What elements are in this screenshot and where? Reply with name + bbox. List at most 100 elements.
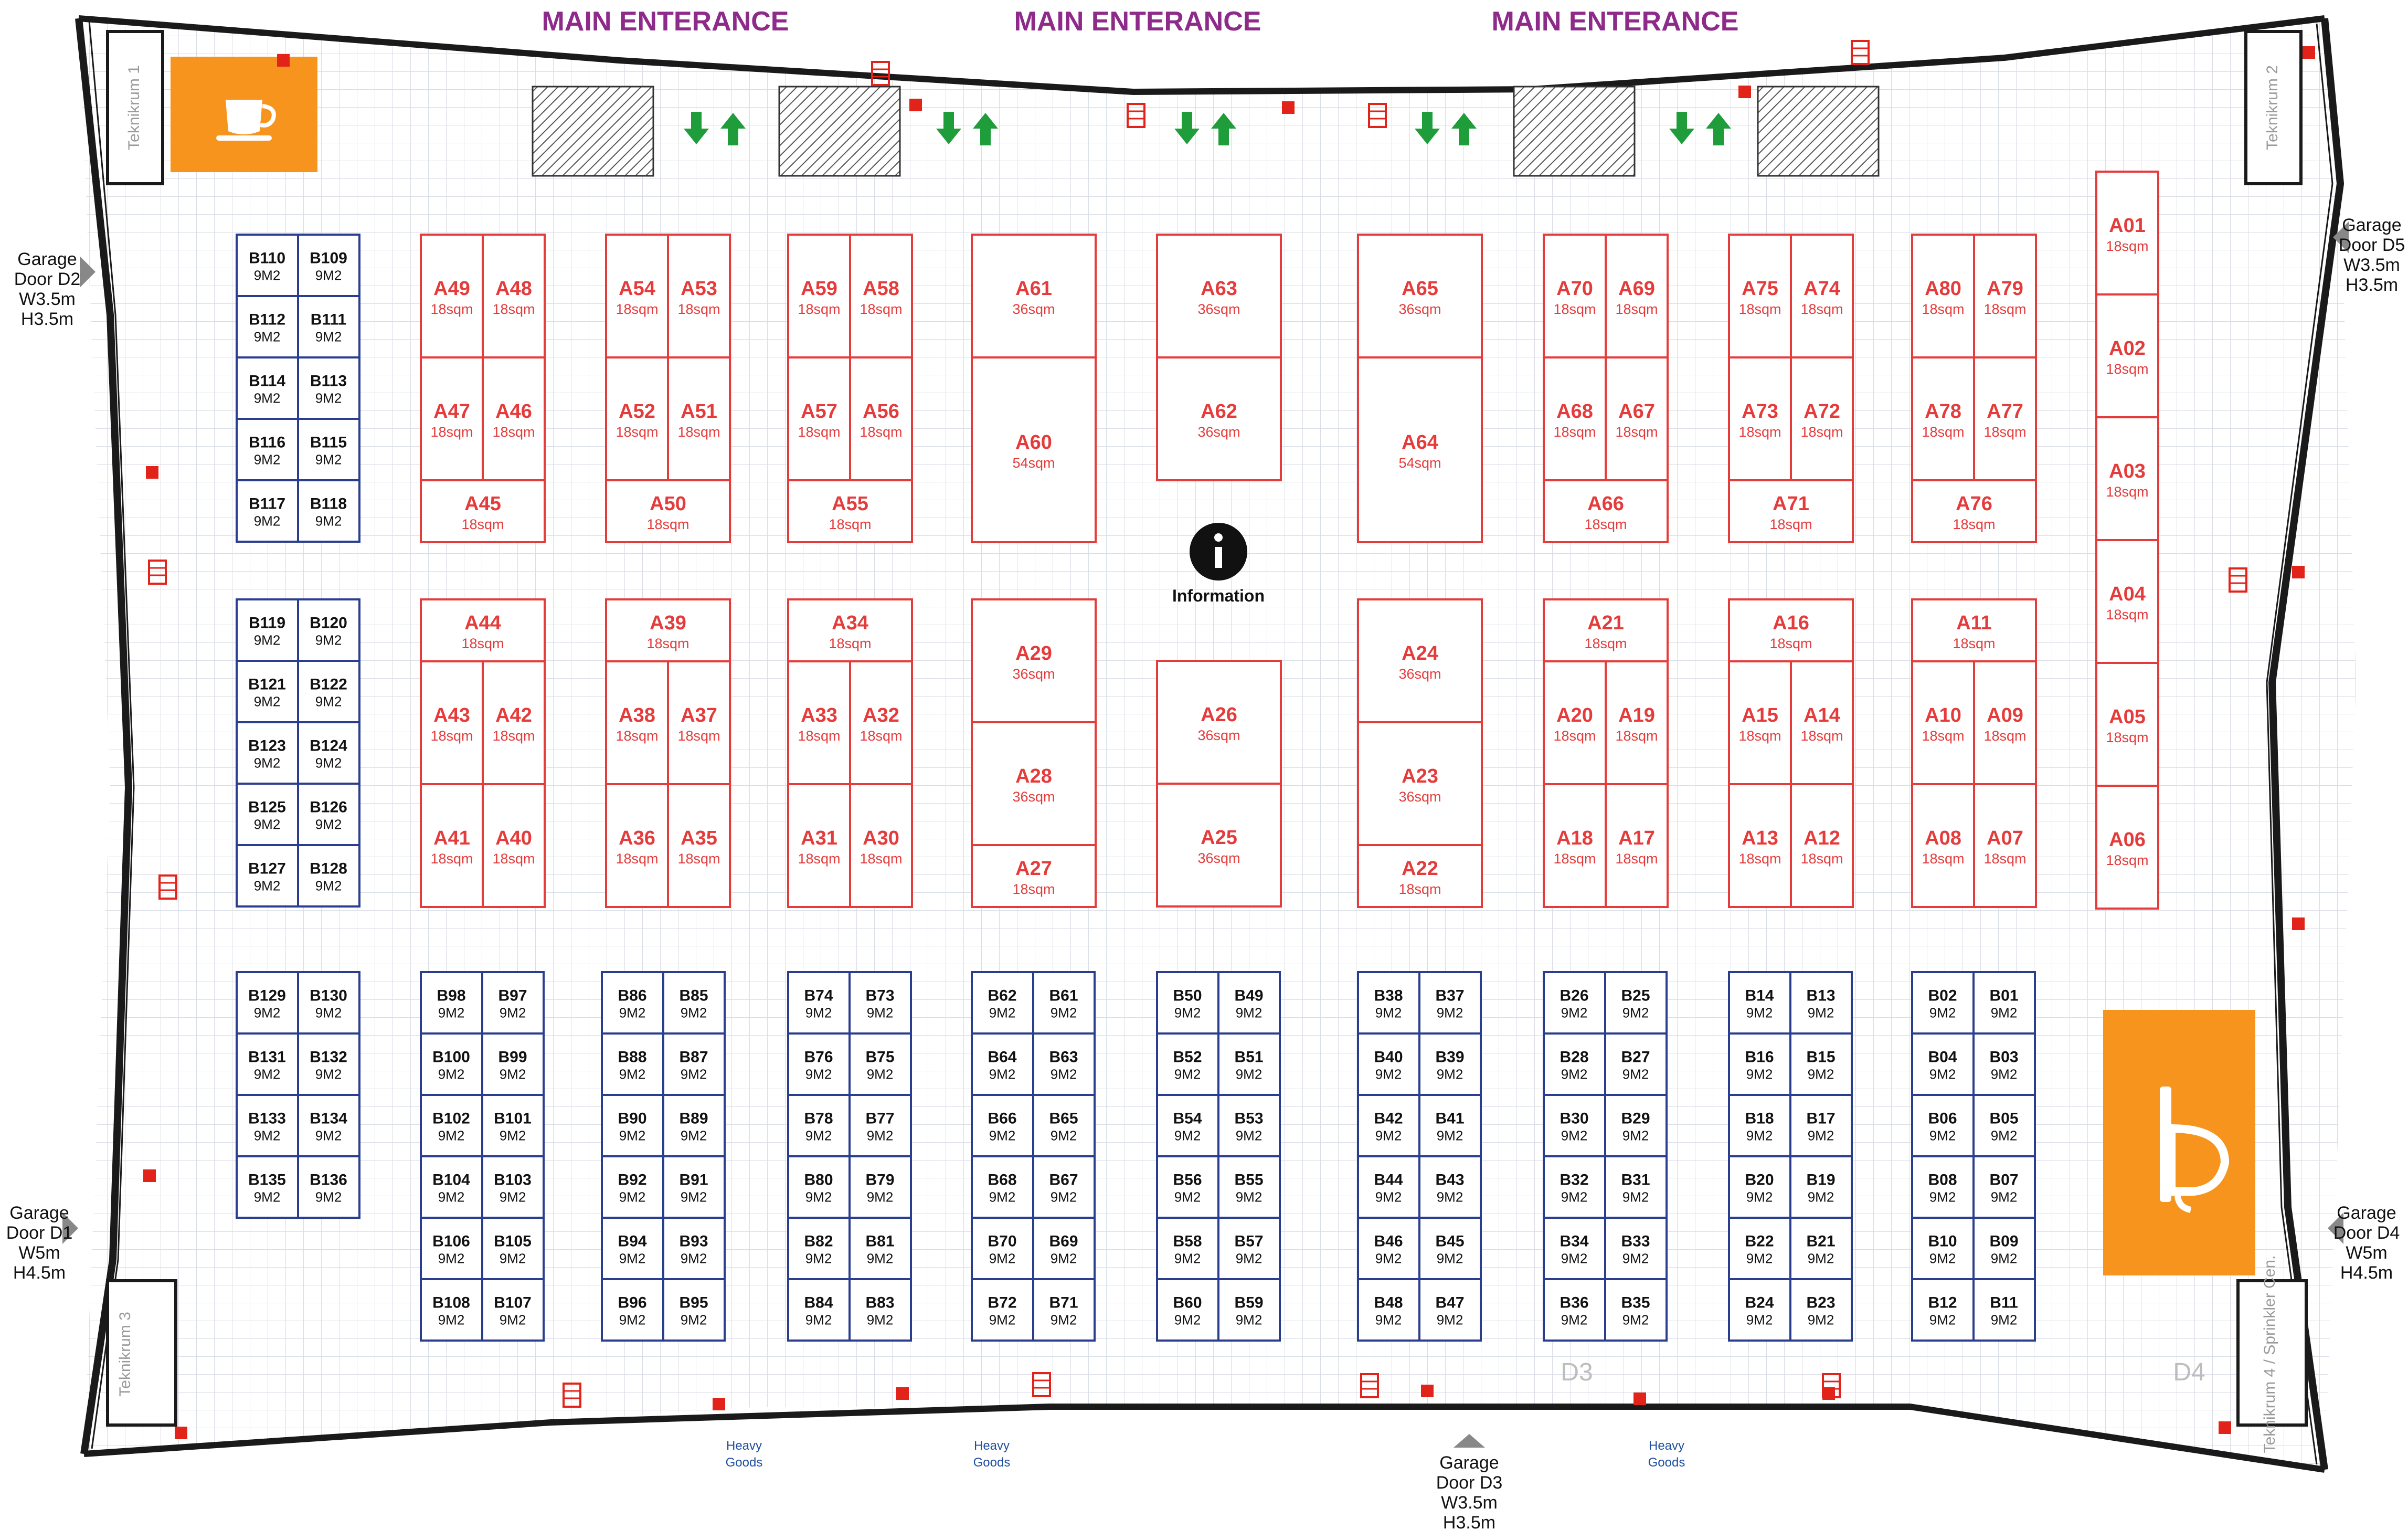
info-icon[interactable] <box>1190 523 1247 581</box>
